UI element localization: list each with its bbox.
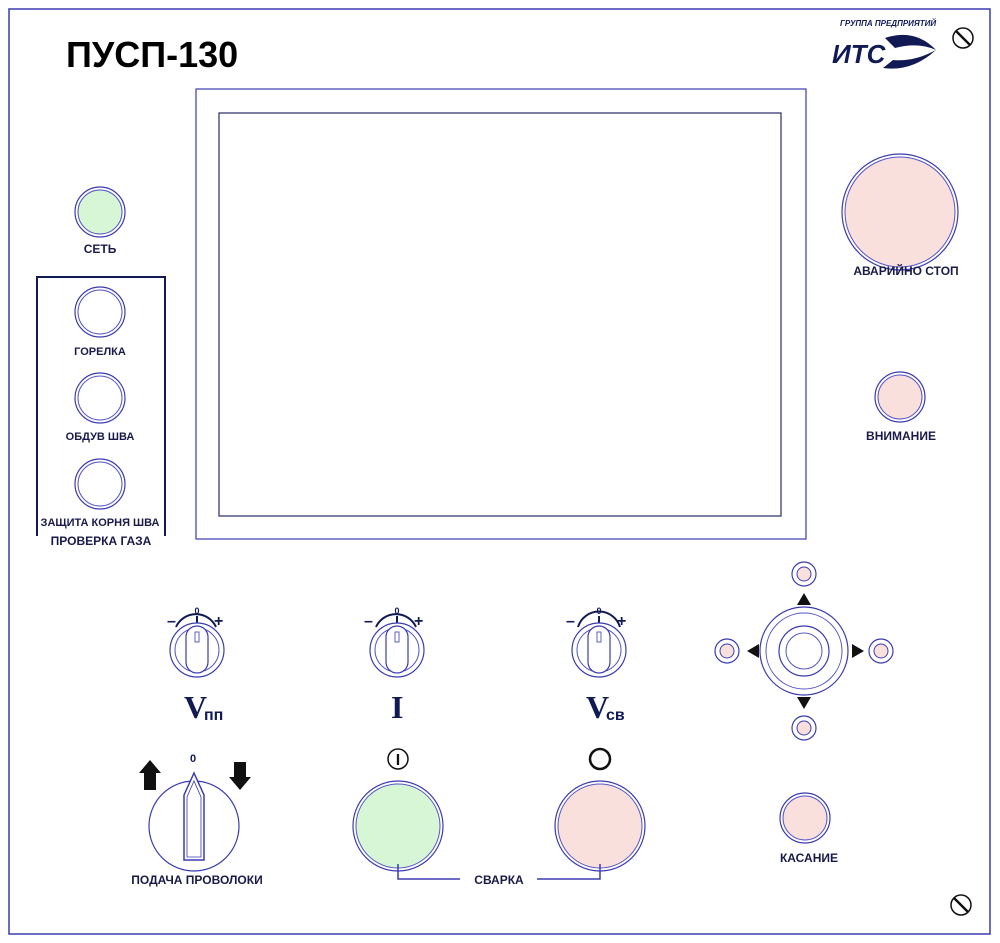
weld-on-symbol-icon: I [387, 748, 409, 770]
wire-feed-switch[interactable] [148, 771, 240, 872]
wire-down-arrow-icon [229, 762, 251, 790]
screw-top-icon [952, 27, 974, 49]
gas-check-bracket [36, 276, 166, 536]
emergency-stop-button[interactable] [841, 153, 959, 271]
burner-label: ГОРЕЛКА [74, 346, 126, 358]
knob-v-weld-plus: + [617, 613, 626, 630]
jog-right-button[interactable] [868, 638, 894, 664]
display-screen [195, 88, 807, 540]
weld-stop-button[interactable] [554, 780, 646, 872]
attention-label: ВНИМАНИЕ [866, 429, 936, 443]
seam-blow-label: ОБДУВ ШВА [66, 431, 135, 443]
emergency-stop-label: АВАРИЙНО СТОП [853, 263, 958, 278]
panel-title: ПУСП-130 [66, 34, 238, 75]
burner-button[interactable] [74, 286, 126, 338]
arrow-right-icon [852, 644, 864, 658]
logo-swoosh-icon [885, 34, 936, 50]
knob-current-zero: 0 [394, 606, 399, 616]
attention-lamp [874, 371, 926, 423]
v-feed-label: V [184, 689, 207, 725]
jog-left-button[interactable] [714, 638, 740, 664]
knob-v-weld-minus: – [566, 613, 575, 630]
screw-bottom-icon [950, 894, 972, 916]
knob-v-feed-minus: – [167, 613, 176, 630]
weld-off-symbol-icon [588, 747, 612, 771]
seam-blow-button[interactable] [74, 372, 126, 424]
root-protect-button[interactable] [74, 458, 126, 510]
jog-up-button[interactable] [791, 561, 817, 587]
company-logo: ГРУППА ПРЕДПРИЯТИЙ ИТС [832, 19, 936, 69]
wire-up-arrow-icon [139, 760, 161, 790]
weld-start-button[interactable] [352, 780, 444, 872]
logo-text: ИТС [832, 39, 887, 69]
joystick[interactable] [759, 606, 849, 696]
wire-feed-zero: 0 [190, 753, 196, 765]
jog-down-button[interactable] [791, 715, 817, 741]
v-weld-label: V [586, 689, 609, 725]
gas-check-label: ПРОВЕРКА ГАЗА [51, 534, 152, 548]
knob-v-feed-zero: 0 [194, 606, 199, 616]
arrow-left-icon [747, 644, 759, 658]
weld-on-symbol: I [396, 752, 400, 769]
root-protect-label: ЗАЩИТА КОРНЯ ШВА [41, 517, 160, 529]
knob-current[interactable]: – 0 + [364, 606, 425, 678]
v-feed-subscript: пп [204, 707, 223, 724]
knob-current-plus: + [414, 613, 423, 630]
v-weld-subscript: св [606, 707, 625, 724]
network-label: СЕТЬ [84, 242, 117, 256]
logo-swoosh-lower-icon [883, 50, 936, 69]
welding-label: СВАРКА [474, 873, 524, 887]
welding-bracket [397, 864, 601, 880]
arrow-down-icon [797, 697, 811, 709]
knob-current-minus: – [364, 613, 373, 630]
wire-feed-label: ПОДАЧА ПРОВОЛОКИ [131, 873, 262, 887]
knob-v-feed[interactable]: – 0 + [167, 606, 225, 678]
logo-caption: ГРУППА ПРЕДПРИЯТИЙ [840, 19, 936, 28]
arrow-up-icon [797, 593, 811, 605]
knob-v-weld[interactable]: – 0 + [566, 606, 627, 678]
touch-lamp [779, 792, 831, 844]
knob-v-feed-plus: + [214, 613, 223, 630]
touch-label: КАСАНИЕ [780, 851, 838, 865]
current-label: I [391, 689, 403, 725]
network-lamp [74, 186, 126, 238]
